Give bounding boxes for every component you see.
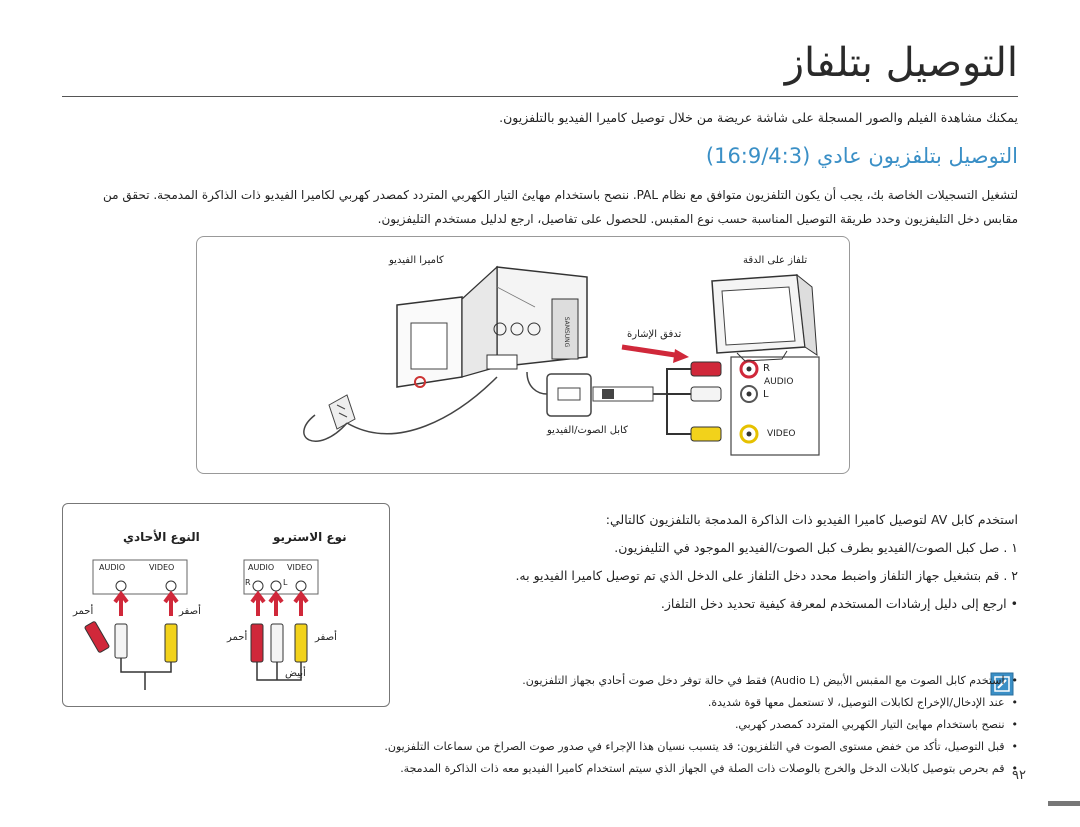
svg-text:SAMSUNG: SAMSUNG [563, 317, 570, 348]
power-adapter-illustration [303, 376, 498, 442]
stereo-white-label: أبيض [285, 668, 306, 679]
notes-list: • استخدم كابل الصوت مع المقبس الأبيض (Au… [120, 670, 1018, 780]
rca-cables [666, 361, 722, 442]
stereo-type-title: نوع الاستريو [273, 530, 347, 544]
stereo-video-label: VIDEO [287, 563, 313, 572]
jack-audio-label: AUDIO [764, 377, 794, 387]
body-line: مقابس دخل التليفزيون وحدد طريقة التوصيل … [377, 212, 1018, 226]
stereo-red-label: أحمر [227, 632, 248, 643]
jack-r-label: R [763, 363, 770, 374]
jack-l-label: L [763, 389, 769, 400]
connector-types-box: نوع الاستريو النوع الأحادي AUDIO VIDEO R… [62, 503, 390, 707]
av-cable-label: كابل الصوت/الفيديو [547, 425, 628, 436]
body-paragraph: لتشغيل التسجيلات الخاصة بك، يجب أن يكون … [62, 183, 1018, 231]
note-item: • عند الإدخال/الإخراج لكابلات التوصيل، ل… [707, 696, 1018, 709]
step-1: ١ . صل كبل الصوت/الفيديو بطرف كبل الصوت/… [614, 540, 1018, 555]
connection-illustration: SAMSUNG [303, 265, 820, 456]
mono-video-label: VIDEO [149, 563, 175, 572]
steps-intro: استخدم كابل AV لتوصيل كاميرا الفيديو ذات… [605, 512, 1018, 527]
page-title: التوصيل بتلفاز [784, 40, 1018, 86]
step-2-bullet: • ارجع إلى دليل إرشادات المستخدم لمعرفة … [660, 596, 1018, 611]
mono-type-title: النوع الأحادي [123, 530, 200, 544]
stereo-r-label: R [245, 578, 251, 587]
camera-label: كاميرا الفيديو [389, 255, 444, 266]
tv-jack-panel [730, 356, 820, 456]
tv-illustration [711, 273, 818, 362]
note-icon [990, 672, 1014, 696]
note-item: • استخدم كابل الصوت مع المقبس الأبيض (Au… [522, 674, 1018, 687]
stereo-l-label: L [283, 578, 288, 587]
section-title: التوصيل بتلفزيون عادي (16:9/4:3) [705, 144, 1018, 168]
page-number: ٩٢ [1012, 768, 1026, 783]
signal-flow-arrow-icon [621, 344, 689, 363]
jack-video-label: VIDEO [767, 429, 796, 439]
connection-steps: استخدم كابل AV لتوصيل كاميرا الفيديو ذات… [405, 506, 1018, 618]
body-line: لتشغيل التسجيلات الخاصة بك، يجب أن يكون … [103, 188, 1018, 202]
step-2: ٢ . قم بتشغيل جهاز التلفاز واضبط محدد دخ… [515, 568, 1018, 583]
note-item: • قبل التوصيل، تأكد من خفض مستوى الصوت ف… [384, 740, 1018, 753]
mono-yellow-label: أصفر [179, 606, 201, 617]
connection-diagram: SAMSUNG [196, 236, 850, 474]
intro-text: يمكنك مشاهدة الفيلم والصور المسجلة على ش… [499, 110, 1018, 125]
av-connector-illustration [526, 371, 667, 417]
title-divider [62, 96, 1018, 97]
camcorder-illustration: SAMSUNG [396, 265, 588, 388]
mono-audio-label: AUDIO [99, 563, 126, 572]
stereo-audio-label: AUDIO [248, 563, 275, 572]
signal-flow-label: تدفق الإشارة [627, 329, 682, 340]
tv-label: تلفاز على الدقة [743, 255, 808, 266]
note-item: • قم بحرص بتوصيل كابلات الدخل والخرج بال… [400, 762, 1018, 775]
mono-red-label: أحمر [73, 606, 94, 617]
stereo-yellow-label: أصفر [315, 632, 337, 643]
page-footer-bar [1048, 801, 1080, 806]
note-item: • ننصح باستخدام مهايئ التيار الكهربي الم… [734, 718, 1018, 731]
connector-types-illustration [84, 559, 319, 690]
